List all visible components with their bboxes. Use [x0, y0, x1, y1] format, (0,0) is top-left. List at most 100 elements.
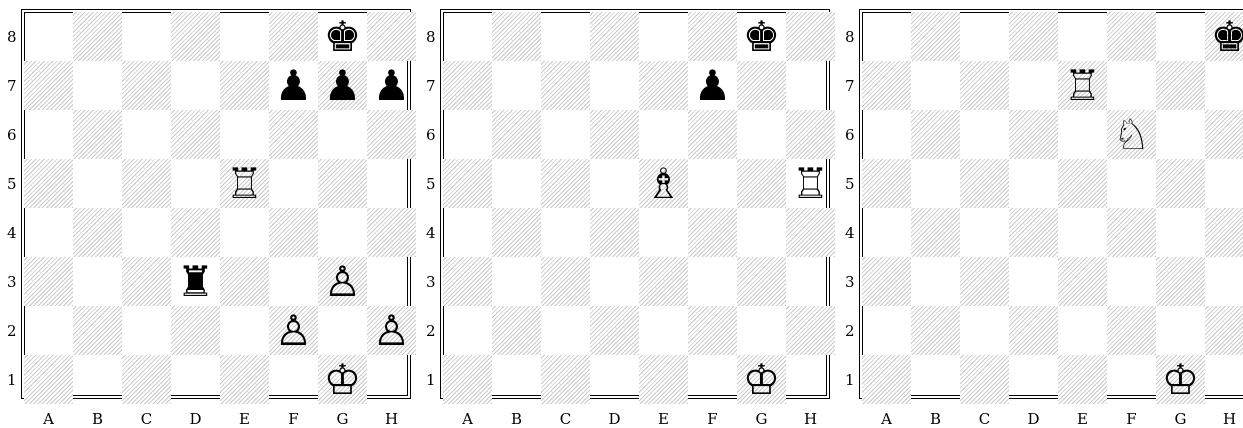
rank-label: 6 — [845, 126, 859, 144]
square-f3 — [1107, 257, 1156, 306]
file-label: B — [73, 410, 122, 428]
square-c1 — [541, 355, 590, 404]
square-d8 — [590, 12, 639, 61]
square-g4 — [1156, 208, 1205, 257]
square-g3 — [1156, 257, 1205, 306]
square-a1 — [24, 355, 73, 404]
square-f1 — [269, 355, 318, 404]
square-f1 — [688, 355, 737, 404]
square-f4 — [688, 208, 737, 257]
rank-label: 3 — [426, 273, 440, 291]
file-label: E — [220, 410, 269, 428]
file-label: D — [1009, 410, 1058, 428]
black-pawn-h7: ♟ — [367, 61, 416, 110]
square-a7 — [24, 61, 73, 110]
square-e7 — [639, 61, 688, 110]
square-a4 — [24, 208, 73, 257]
square-b1 — [73, 355, 122, 404]
square-f4 — [269, 208, 318, 257]
rank-label: 8 — [426, 28, 440, 46]
square-f8 — [1107, 12, 1156, 61]
square-b5 — [492, 159, 541, 208]
square-c2 — [122, 306, 171, 355]
square-e6 — [1058, 110, 1107, 159]
square-d2 — [1009, 306, 1058, 355]
square-a6 — [443, 110, 492, 159]
rank-label: 7 — [845, 77, 859, 95]
square-f5 — [1107, 159, 1156, 208]
square-h7 — [786, 61, 835, 110]
square-d1 — [171, 355, 220, 404]
square-a4 — [862, 208, 911, 257]
square-c7 — [541, 61, 590, 110]
file-label: H — [367, 410, 416, 428]
file-label: H — [1205, 410, 1243, 428]
square-b2 — [73, 306, 122, 355]
square-g7 — [737, 61, 786, 110]
square-a3 — [443, 257, 492, 306]
square-h1 — [1205, 355, 1243, 404]
square-c8 — [960, 12, 1009, 61]
rank-label: 4 — [7, 224, 21, 242]
square-h2 — [1205, 306, 1243, 355]
square-b3 — [911, 257, 960, 306]
square-g6 — [737, 110, 786, 159]
square-h1 — [367, 355, 416, 404]
square-c3 — [541, 257, 590, 306]
square-d3 — [1009, 257, 1058, 306]
square-b7 — [911, 61, 960, 110]
square-c5 — [960, 159, 1009, 208]
square-g8 — [1156, 12, 1205, 61]
square-f2 — [1107, 306, 1156, 355]
black-king-g8: ♚ — [318, 12, 367, 61]
white-knight-f6: ♘ — [1107, 110, 1156, 159]
rank-label: 5 — [845, 175, 859, 193]
square-b5 — [911, 159, 960, 208]
file-label: F — [688, 410, 737, 428]
square-b4 — [911, 208, 960, 257]
square-h8 — [367, 12, 416, 61]
file-label: B — [911, 410, 960, 428]
file-label: B — [492, 410, 541, 428]
white-king-g1: ♔ — [318, 355, 367, 404]
square-b4 — [492, 208, 541, 257]
square-a6 — [862, 110, 911, 159]
square-e8 — [1058, 12, 1107, 61]
white-rook-e5: ♖ — [220, 159, 269, 208]
square-c3 — [122, 257, 171, 306]
black-king-h8: ♚ — [1205, 12, 1243, 61]
rank-label: 1 — [7, 371, 21, 389]
file-label: C — [541, 410, 590, 428]
square-h3 — [786, 257, 835, 306]
black-pawn-f7: ♟ — [269, 61, 318, 110]
rank-label: 5 — [7, 175, 21, 193]
square-b8 — [492, 12, 541, 61]
square-g5 — [737, 159, 786, 208]
square-c6 — [541, 110, 590, 159]
square-h4 — [786, 208, 835, 257]
square-c8 — [541, 12, 590, 61]
square-h7 — [1205, 61, 1243, 110]
square-h6 — [786, 110, 835, 159]
file-label: F — [1107, 410, 1156, 428]
square-f8 — [688, 12, 737, 61]
square-e1 — [1058, 355, 1107, 404]
square-c1 — [122, 355, 171, 404]
rank-label: 1 — [426, 371, 440, 389]
square-c5 — [541, 159, 590, 208]
white-pawn-f2: ♙ — [269, 306, 318, 355]
rank-label: 2 — [845, 322, 859, 340]
white-king-g1: ♔ — [1156, 355, 1205, 404]
square-a5 — [24, 159, 73, 208]
square-d6 — [1009, 110, 1058, 159]
square-b8 — [73, 12, 122, 61]
square-d1 — [590, 355, 639, 404]
square-h3 — [1205, 257, 1243, 306]
square-d2 — [171, 306, 220, 355]
square-b7 — [492, 61, 541, 110]
square-d8 — [1009, 12, 1058, 61]
square-h2 — [786, 306, 835, 355]
square-g4 — [737, 208, 786, 257]
file-label: F — [269, 410, 318, 428]
square-a5 — [862, 159, 911, 208]
